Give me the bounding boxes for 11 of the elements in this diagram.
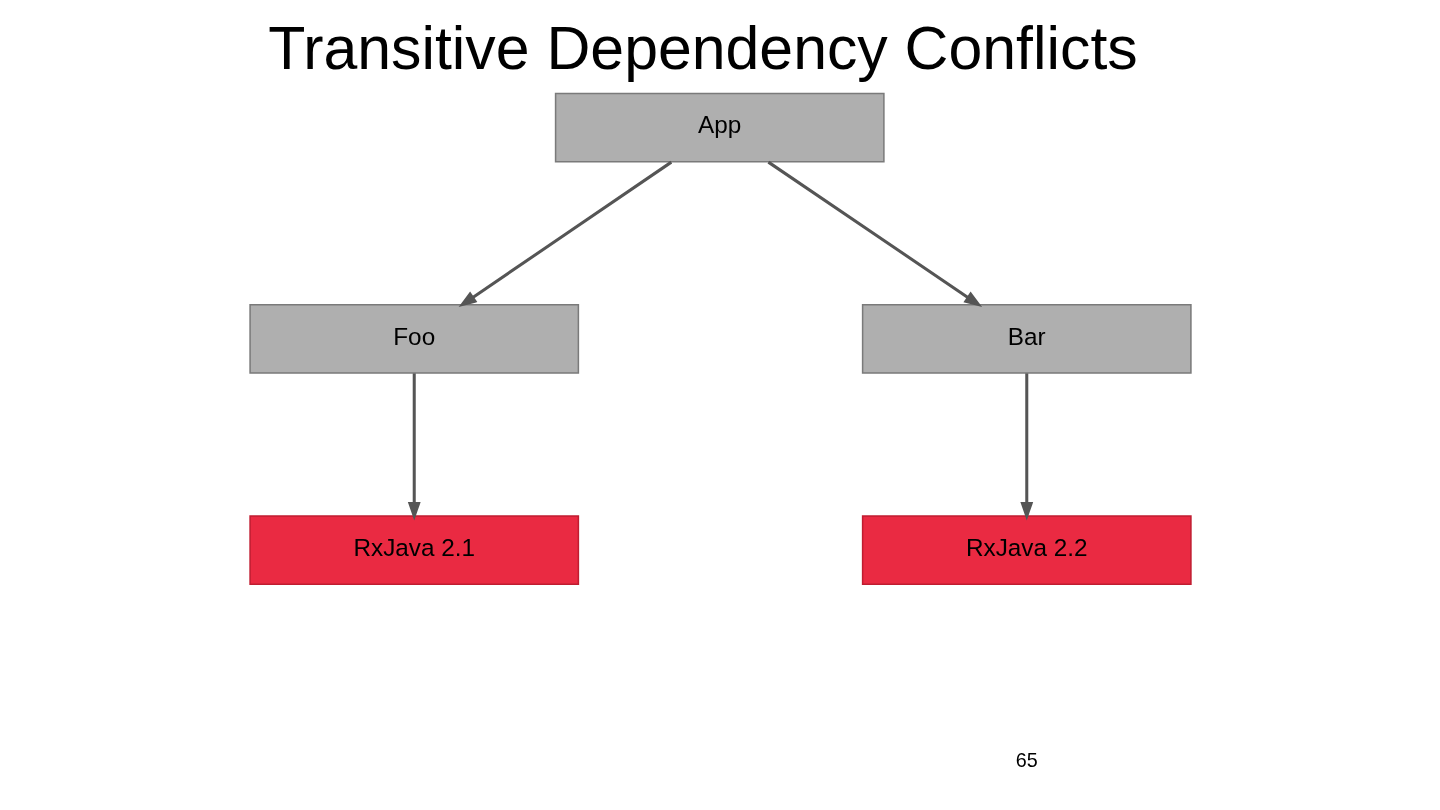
node-box: App xyxy=(554,92,885,163)
arrow xyxy=(767,160,982,308)
diagram-title: Transitive Dependency Conflicts xyxy=(267,14,1138,83)
label: 65 xyxy=(1015,748,1038,771)
arrow xyxy=(458,160,672,308)
node-box: RxJava 2.1 xyxy=(248,515,579,586)
node-box: Bar xyxy=(861,303,1192,374)
arrow xyxy=(407,373,421,521)
node-box: RxJava 2.2 xyxy=(861,515,1192,586)
node-box: Foo xyxy=(248,303,579,374)
arrow xyxy=(1019,373,1033,521)
